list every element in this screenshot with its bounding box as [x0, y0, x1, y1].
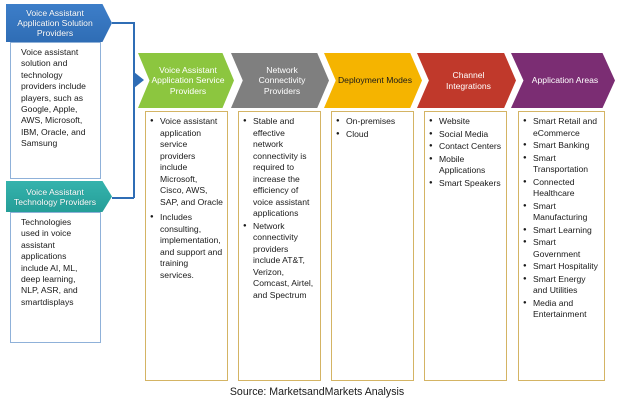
solution-providers-box: Voice assistant solution and technology … — [10, 42, 101, 179]
connector-top-horizontal — [112, 22, 134, 24]
technology-providers-box: Technologies used in voice assistant app… — [10, 212, 101, 343]
list-item: Smart Government — [523, 237, 600, 260]
list-item: Smart Energy and Utilities — [523, 274, 600, 297]
connector-vertical — [133, 22, 135, 198]
solution-providers-header: Voice Assistant Application Solution Pro… — [6, 4, 112, 42]
list-item: Contact Centers — [429, 141, 502, 153]
list-item: Media and Entertainment — [523, 298, 600, 321]
technology-providers-header: Voice Assistant Technology Providers — [6, 181, 112, 212]
channel-integrations-box: Website Social Media Contact Centers Mob… — [424, 111, 507, 381]
list-item: Network connectivity providers include A… — [243, 221, 316, 302]
source-caption: Source: MarketsandMarkets Analysis — [229, 386, 405, 398]
list-item: Social Media — [429, 129, 502, 141]
list-item: Cloud — [336, 129, 409, 141]
list-item: Smart Retail and eCommerce — [523, 116, 600, 139]
list-item: Stable and effective network connectivit… — [243, 116, 316, 220]
list-item: Connected Healthcare — [523, 177, 600, 200]
list-item: Smart Hospitality — [523, 261, 600, 273]
list-item: Smart Speakers — [429, 178, 502, 190]
chevron-application-areas: Application Areas — [511, 53, 615, 108]
list-item: Website — [429, 116, 502, 128]
chevron-deployment-modes: Deployment Modes — [324, 53, 422, 108]
connector-bottom-horizontal — [112, 197, 134, 199]
list-item: Smart Manufacturing — [523, 201, 600, 224]
list-item: Mobile Applications — [429, 154, 502, 177]
list-item: Voice assistant application service prov… — [150, 116, 223, 208]
application-areas-box: Smart Retail and eCommerce Smart Banking… — [518, 111, 605, 381]
service-providers-box: Voice assistant application service prov… — [145, 111, 228, 381]
list-item: On-premises — [336, 116, 409, 128]
flow-entry-arrow — [134, 72, 144, 88]
deployment-modes-box: On-premises Cloud — [331, 111, 414, 381]
chevron-service-providers: Voice Assistant Application Service Prov… — [138, 53, 234, 108]
list-item: Includes consulting, implementation, and… — [150, 212, 223, 281]
list-item: Smart Learning — [523, 225, 600, 237]
list-item: Smart Transportation — [523, 153, 600, 176]
list-item: Smart Banking — [523, 140, 600, 152]
chevron-network-connectivity: Network Connectivity Providers — [231, 53, 329, 108]
chevron-channel-integrations: Channel Integrations — [417, 53, 516, 108]
network-connectivity-box: Stable and effective network connectivit… — [238, 111, 321, 381]
